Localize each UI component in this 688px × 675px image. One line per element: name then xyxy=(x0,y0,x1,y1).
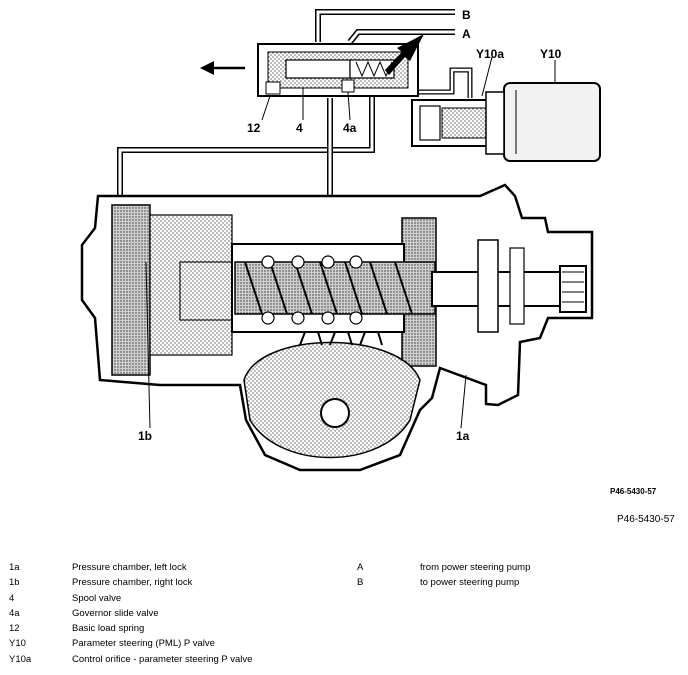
leader-lines xyxy=(145,56,556,429)
legend-text: from power steering pump xyxy=(420,562,531,573)
legend-row: 1b Pressure chamber, right lock xyxy=(9,575,252,590)
legend-row: Y10a Control orifice - parameter steering… xyxy=(9,652,252,667)
legend-code: 12 xyxy=(9,623,20,635)
legend-text: Pressure chamber, left lock xyxy=(72,562,187,573)
figure-code-bold: P46-5430-57 xyxy=(610,487,657,496)
legend-text: Parameter steering (PML) P valve xyxy=(72,638,215,650)
inflow-arrow xyxy=(385,34,424,75)
label-Y10: Y10 xyxy=(540,47,562,61)
label-4a: 4a xyxy=(343,121,357,135)
legend-row: 4a Governor slide valve xyxy=(9,606,252,621)
figure-code: P46-5430-57 xyxy=(617,514,675,525)
legend-code: Y10 xyxy=(9,638,26,650)
legend-text: Basic load spring xyxy=(72,623,145,635)
label-Y10a: Y10a xyxy=(476,47,504,61)
legend-code: A xyxy=(357,562,364,573)
legend-code: B xyxy=(357,577,364,589)
legend-code: 4 xyxy=(9,592,15,604)
legend-text: Spool valve xyxy=(72,592,122,604)
legend-code: Y10a xyxy=(9,653,32,665)
worm-shaft xyxy=(231,239,587,333)
sector-gear xyxy=(299,331,383,346)
label-12: 12 xyxy=(247,121,261,135)
flow-arrow xyxy=(200,61,245,75)
label-4: 4 xyxy=(296,121,303,135)
legend-row: Y10 Parameter steering (PML) P valve xyxy=(9,636,252,651)
legend-row: 12 Basic load spring xyxy=(9,621,252,636)
legend-row: 4 Spool valve xyxy=(9,591,252,606)
parameter-steering-valve xyxy=(411,82,601,162)
legend-row: 1a Pressure chamber, left lock xyxy=(9,560,252,575)
callout-labels: B A Y10a Y10 12 4 4a 1b 1a P46-5430-57 xyxy=(138,8,657,496)
label-A: A xyxy=(462,27,471,41)
legend-text: Pressure chamber, right lock xyxy=(72,577,193,589)
label-1a: 1a xyxy=(456,429,470,443)
hydraulic-lines xyxy=(117,9,473,210)
label-B: B xyxy=(462,8,471,22)
legend-code: 1a xyxy=(9,562,20,573)
legend-text: Control orifice - parameter steering P v… xyxy=(72,653,253,665)
label-1b: 1b xyxy=(138,429,152,443)
legend-text: Governor slide valve xyxy=(72,607,159,619)
spool-valve xyxy=(257,43,419,97)
steering-gear-diagram: B A Y10a Y10 12 4 4a 1b 1a P46-5430-57 xyxy=(80,8,657,496)
legend-left: 1a Pressure chamber, left lock 1b Pressure… xyxy=(9,560,252,667)
legend-text: to power steering pump xyxy=(420,577,520,589)
legend-code: 4a xyxy=(9,607,20,619)
legend-code: 1b xyxy=(9,577,20,589)
